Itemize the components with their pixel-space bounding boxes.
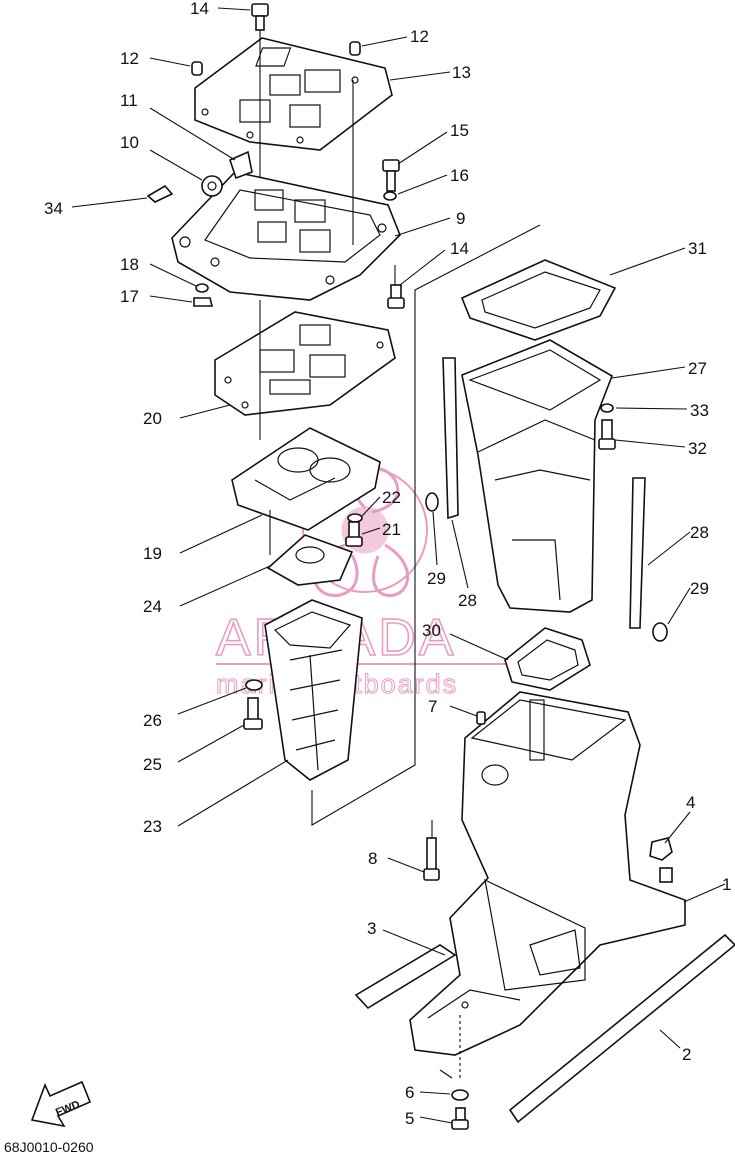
callout-17: 17 bbox=[120, 287, 139, 306]
part-21-bolt bbox=[345, 521, 363, 547]
part-26-washer bbox=[245, 679, 263, 691]
callout-19: 19 bbox=[143, 544, 162, 563]
callout-14-top: 14 bbox=[190, 0, 209, 18]
callout-20: 20 bbox=[143, 409, 162, 428]
part-3-rubber-seal bbox=[354, 944, 457, 1010]
part-11-fitting bbox=[229, 150, 253, 180]
part-9-upper-mount bbox=[171, 80, 401, 301]
callout-14-mid: 14 bbox=[450, 239, 469, 258]
part-14-bolt-mid bbox=[387, 265, 405, 309]
callout-31: 31 bbox=[688, 239, 707, 258]
callout-2: 2 bbox=[682, 1045, 691, 1064]
callout-9: 9 bbox=[456, 209, 465, 228]
callout-28-left: 28 bbox=[458, 591, 477, 610]
part-31-gasket bbox=[460, 259, 617, 341]
part-6-washer bbox=[439, 1069, 469, 1101]
part-17-nut bbox=[193, 297, 214, 307]
callout-23: 23 bbox=[143, 817, 162, 836]
callout-8: 8 bbox=[368, 849, 377, 868]
callout-3: 3 bbox=[367, 919, 376, 938]
callout-32: 32 bbox=[688, 439, 707, 458]
callout-25: 25 bbox=[143, 755, 162, 774]
part-4-cover bbox=[649, 837, 673, 883]
part-2-rubber-seal bbox=[508, 933, 735, 1124]
part-16-washer bbox=[383, 191, 397, 201]
callout-26: 26 bbox=[143, 711, 162, 730]
part-18-washer bbox=[195, 283, 209, 293]
part-12-dowel-pin-left bbox=[191, 61, 203, 76]
callout-1: 1 bbox=[722, 875, 731, 894]
callout-6: 6 bbox=[405, 1083, 414, 1102]
part-23-exhaust-manifold bbox=[264, 599, 363, 781]
assembly-guide-line bbox=[311, 224, 541, 826]
part-7-pin bbox=[476, 711, 486, 725]
part-33-washer bbox=[600, 403, 614, 413]
part-24-gasket bbox=[266, 534, 354, 586]
callout-7: 7 bbox=[428, 697, 437, 716]
callout-33: 33 bbox=[690, 401, 709, 420]
callout-29-right: 29 bbox=[690, 579, 709, 598]
callout-27: 27 bbox=[688, 359, 707, 378]
callout-18: 18 bbox=[120, 255, 139, 274]
part-28-seal-right bbox=[629, 477, 646, 629]
callout-30: 30 bbox=[422, 621, 441, 640]
part-34-hose-fitting bbox=[146, 184, 174, 203]
callout-4: 4 bbox=[686, 793, 695, 812]
part-5-bolt bbox=[451, 1107, 469, 1130]
callout-5: 5 bbox=[405, 1109, 414, 1128]
part-20-gasket bbox=[214, 300, 396, 440]
callout-28-right: 28 bbox=[690, 523, 709, 542]
part-8-bolt bbox=[423, 820, 440, 881]
callout-22: 22 bbox=[382, 488, 401, 507]
callout-12-left: 12 bbox=[120, 49, 139, 68]
diagram-code: 68J0010-0260 bbox=[4, 1139, 94, 1155]
callout-34: 34 bbox=[44, 199, 63, 218]
fwd-arrow: FWD bbox=[30, 1080, 92, 1128]
leader-lines bbox=[71, 7, 726, 1124]
part-14-bolt-top bbox=[251, 3, 269, 245]
part-1-lower-case bbox=[409, 691, 686, 1080]
callout-21: 21 bbox=[382, 520, 401, 539]
part-19-exhaust-guide bbox=[231, 427, 381, 555]
callout-15: 15 bbox=[450, 121, 469, 140]
callout-16: 16 bbox=[450, 166, 469, 185]
part-27-upper-case bbox=[461, 339, 613, 613]
part-29-grommet-left bbox=[425, 492, 439, 512]
callout-12-right: 12 bbox=[410, 27, 429, 46]
callout-10: 10 bbox=[120, 133, 139, 152]
callout-24: 24 bbox=[143, 597, 162, 616]
callout-29-left: 29 bbox=[427, 569, 446, 588]
part-28-seal-left bbox=[442, 357, 459, 520]
part-22-washer bbox=[347, 513, 363, 523]
part-13-gasket bbox=[194, 37, 393, 151]
callout-13: 13 bbox=[452, 63, 471, 82]
part-12-dowel-pin-right bbox=[349, 41, 361, 56]
part-30-seal bbox=[504, 627, 591, 691]
part-10-grommet bbox=[201, 175, 223, 197]
callout-labels: 14 12 12 13 11 10 15 16 34 9 14 31 18 17… bbox=[44, 0, 731, 1128]
part-29-grommet-right bbox=[652, 622, 668, 642]
part-15-bolt bbox=[382, 159, 400, 192]
part-25-bolt bbox=[243, 697, 263, 730]
callout-11: 11 bbox=[120, 91, 138, 110]
part-32-bolt bbox=[598, 419, 616, 450]
